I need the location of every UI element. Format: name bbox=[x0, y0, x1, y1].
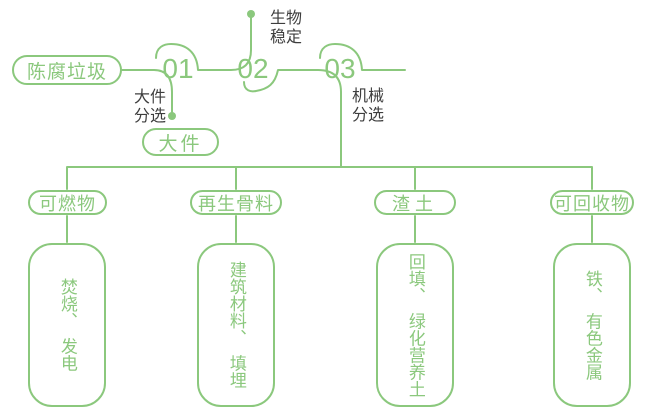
branch-result-box-muck: 回填、 绿化营养土 bbox=[376, 243, 454, 407]
step-label-large-item-sorting: 大件 分选 bbox=[134, 88, 166, 126]
branch-pill-label: 再生骨料 bbox=[198, 193, 274, 214]
branch-result-text: 建筑材料、 填埋 bbox=[226, 261, 246, 389]
step-number-01: 01 bbox=[162, 53, 194, 84]
branch-result-box-recyclables: 铁、 有色金属 bbox=[553, 243, 631, 407]
branch-pill-recycled-aggregate: 再生骨料 bbox=[190, 190, 282, 215]
branch-pill-label: 可回收物 bbox=[554, 193, 630, 214]
output-pill-large-items: 大件 bbox=[142, 128, 219, 156]
branch-result-text: 焚烧、 发电 bbox=[57, 278, 77, 372]
step-number-03: 03 bbox=[324, 53, 356, 84]
branch-pill-label: 渣土 bbox=[392, 193, 438, 214]
line-01-to-02 bbox=[155, 17, 252, 71]
branch-pill-recyclables: 可回收物 bbox=[550, 190, 634, 215]
output-pill-label: 大件 bbox=[158, 133, 203, 155]
step-number-02: 02 bbox=[237, 53, 269, 84]
line-source-to-01 bbox=[121, 69, 173, 113]
distribution-bar bbox=[66, 166, 593, 190]
dot-large-item-node bbox=[168, 112, 176, 120]
step-label-bio-stabilization: 生物 稳定 bbox=[270, 9, 302, 47]
branch-pill-muck: 渣土 bbox=[374, 190, 456, 215]
branch-result-text: 铁、 有色金属 bbox=[582, 269, 602, 381]
step-label-mechanical-sorting: 机械 分选 bbox=[352, 87, 384, 125]
step-label-line: 生物 bbox=[270, 10, 303, 27]
step-label-line: 稳定 bbox=[270, 29, 303, 46]
branch-result-box-combustibles: 焚烧、 发电 bbox=[28, 243, 106, 407]
branch-result-text: 回填、 绿化营养土 bbox=[405, 252, 425, 398]
step-label-line: 分选 bbox=[134, 108, 167, 125]
step-label-line: 大件 bbox=[134, 89, 167, 106]
branch-pill-label: 可燃物 bbox=[39, 193, 96, 214]
dot-bio-stabilization-node bbox=[247, 10, 255, 18]
line-03-tail bbox=[319, 43, 406, 71]
branch-pill-combustibles: 可燃物 bbox=[28, 190, 107, 215]
step-label-line: 分选 bbox=[352, 107, 385, 124]
branch-result-box-recycled-aggregate: 建筑材料、 填埋 bbox=[197, 243, 275, 407]
source-pill-label: 陈腐垃圾 bbox=[26, 61, 107, 83]
source-pill: 陈腐垃圾 bbox=[12, 55, 122, 85]
step-label-line: 机械 bbox=[352, 88, 385, 105]
line-02-to-03-drop bbox=[243, 69, 342, 168]
